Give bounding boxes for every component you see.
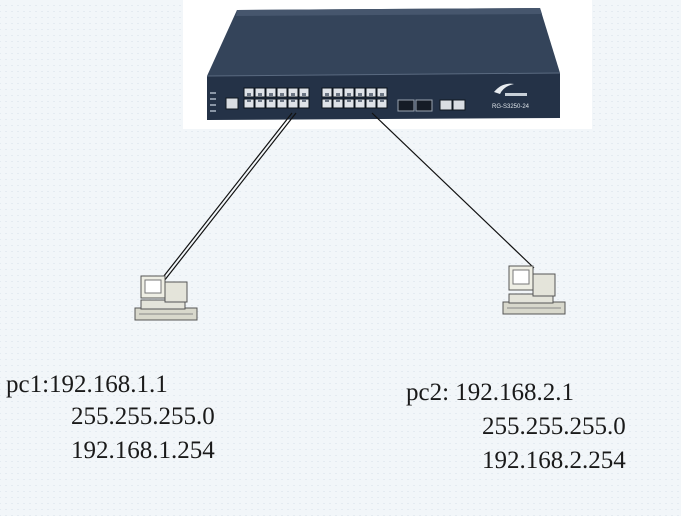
- rj45-port-11: [298, 87, 310, 98]
- rj45-port-latch: [269, 99, 273, 102]
- port-block-13-24: [321, 87, 388, 109]
- pc2-computer-icon: [502, 265, 566, 315]
- rj45-port-latch: [280, 99, 284, 102]
- pc2-base: [508, 293, 554, 304]
- rj45-port-17: [343, 87, 355, 98]
- rj45-port-latch: [369, 93, 373, 96]
- cable-pc2: [371, 112, 535, 269]
- switch-top-edge: [236, 8, 542, 16]
- rj45-port-latch: [369, 99, 373, 102]
- rj45-port-latch: [302, 93, 306, 96]
- rj45-port-1: [243, 87, 255, 98]
- rj45-port-latch: [358, 93, 362, 96]
- rj45-port-latch: [336, 99, 340, 102]
- cable-pc1: [159, 112, 297, 282]
- sfp-slot-2: [415, 99, 433, 112]
- pc1-computer-icon: [134, 275, 198, 321]
- pc2-screen: [512, 269, 530, 285]
- pc2-tower: [532, 273, 556, 297]
- rj45-port-latch: [358, 99, 362, 102]
- pc1-tower: [164, 281, 188, 303]
- switch-model-label: RG-S3250-24: [492, 104, 530, 110]
- rj45-port-latch: [280, 93, 284, 96]
- rj45-port-latch: [258, 99, 262, 102]
- pc1-screen: [144, 279, 162, 294]
- pc2-mask-label: 255.255.255.0: [482, 413, 626, 440]
- combo-port-1: [439, 99, 453, 111]
- rj45-port-9: [287, 87, 299, 98]
- rj45-port-5: [265, 87, 277, 98]
- console-port: [225, 97, 239, 110]
- rj45-port-3: [254, 87, 266, 98]
- ruijie-logo-text: [505, 93, 527, 96]
- combo-port-2: [452, 99, 466, 111]
- rj45-port-19: [354, 87, 366, 98]
- pc2-ip-label: pc2: 192.168.2.1: [406, 379, 575, 406]
- rj45-port-latch: [325, 99, 329, 102]
- rj45-port-latch: [325, 93, 329, 96]
- rj45-port-latch: [247, 99, 251, 102]
- rj45-port-21: [365, 87, 377, 98]
- rj45-port-latch: [291, 99, 295, 102]
- port-block-1-12: [243, 87, 310, 109]
- rj45-port-latch: [247, 93, 251, 96]
- status-leds: [210, 92, 216, 112]
- ruijie-logo-swoosh: [494, 83, 514, 94]
- rj45-port-latch: [347, 99, 351, 102]
- sfp-slot-1: [397, 99, 415, 112]
- rj45-port-latch: [269, 93, 273, 96]
- rj45-port-latch: [258, 93, 262, 96]
- pc1-base: [140, 299, 186, 310]
- rj45-port-latch: [336, 93, 340, 96]
- switch-top-surface: [207, 8, 560, 76]
- rj45-port-15: [332, 87, 344, 98]
- rj45-port-23: [376, 87, 388, 98]
- rj45-port-latch: [302, 99, 306, 102]
- rj45-port-latch: [347, 93, 351, 96]
- network-switch: RG-S3250-24: [206, 8, 561, 120]
- rj45-port-latch: [380, 99, 384, 102]
- switch-front-edge: [206, 72, 561, 77]
- rj45-port-latch: [380, 93, 384, 96]
- pc1-ip-label: pc1:192.168.1.1: [6, 371, 168, 398]
- pc1-mask-label: 255.255.255.0: [71, 403, 215, 430]
- pc2-gateway-label: 192.168.2.254: [482, 447, 626, 474]
- rj45-port-latch: [291, 93, 295, 96]
- rj45-port-13: [321, 87, 333, 98]
- pc1-gateway-label: 192.168.1.254: [71, 437, 215, 464]
- rj45-port-7: [276, 87, 288, 98]
